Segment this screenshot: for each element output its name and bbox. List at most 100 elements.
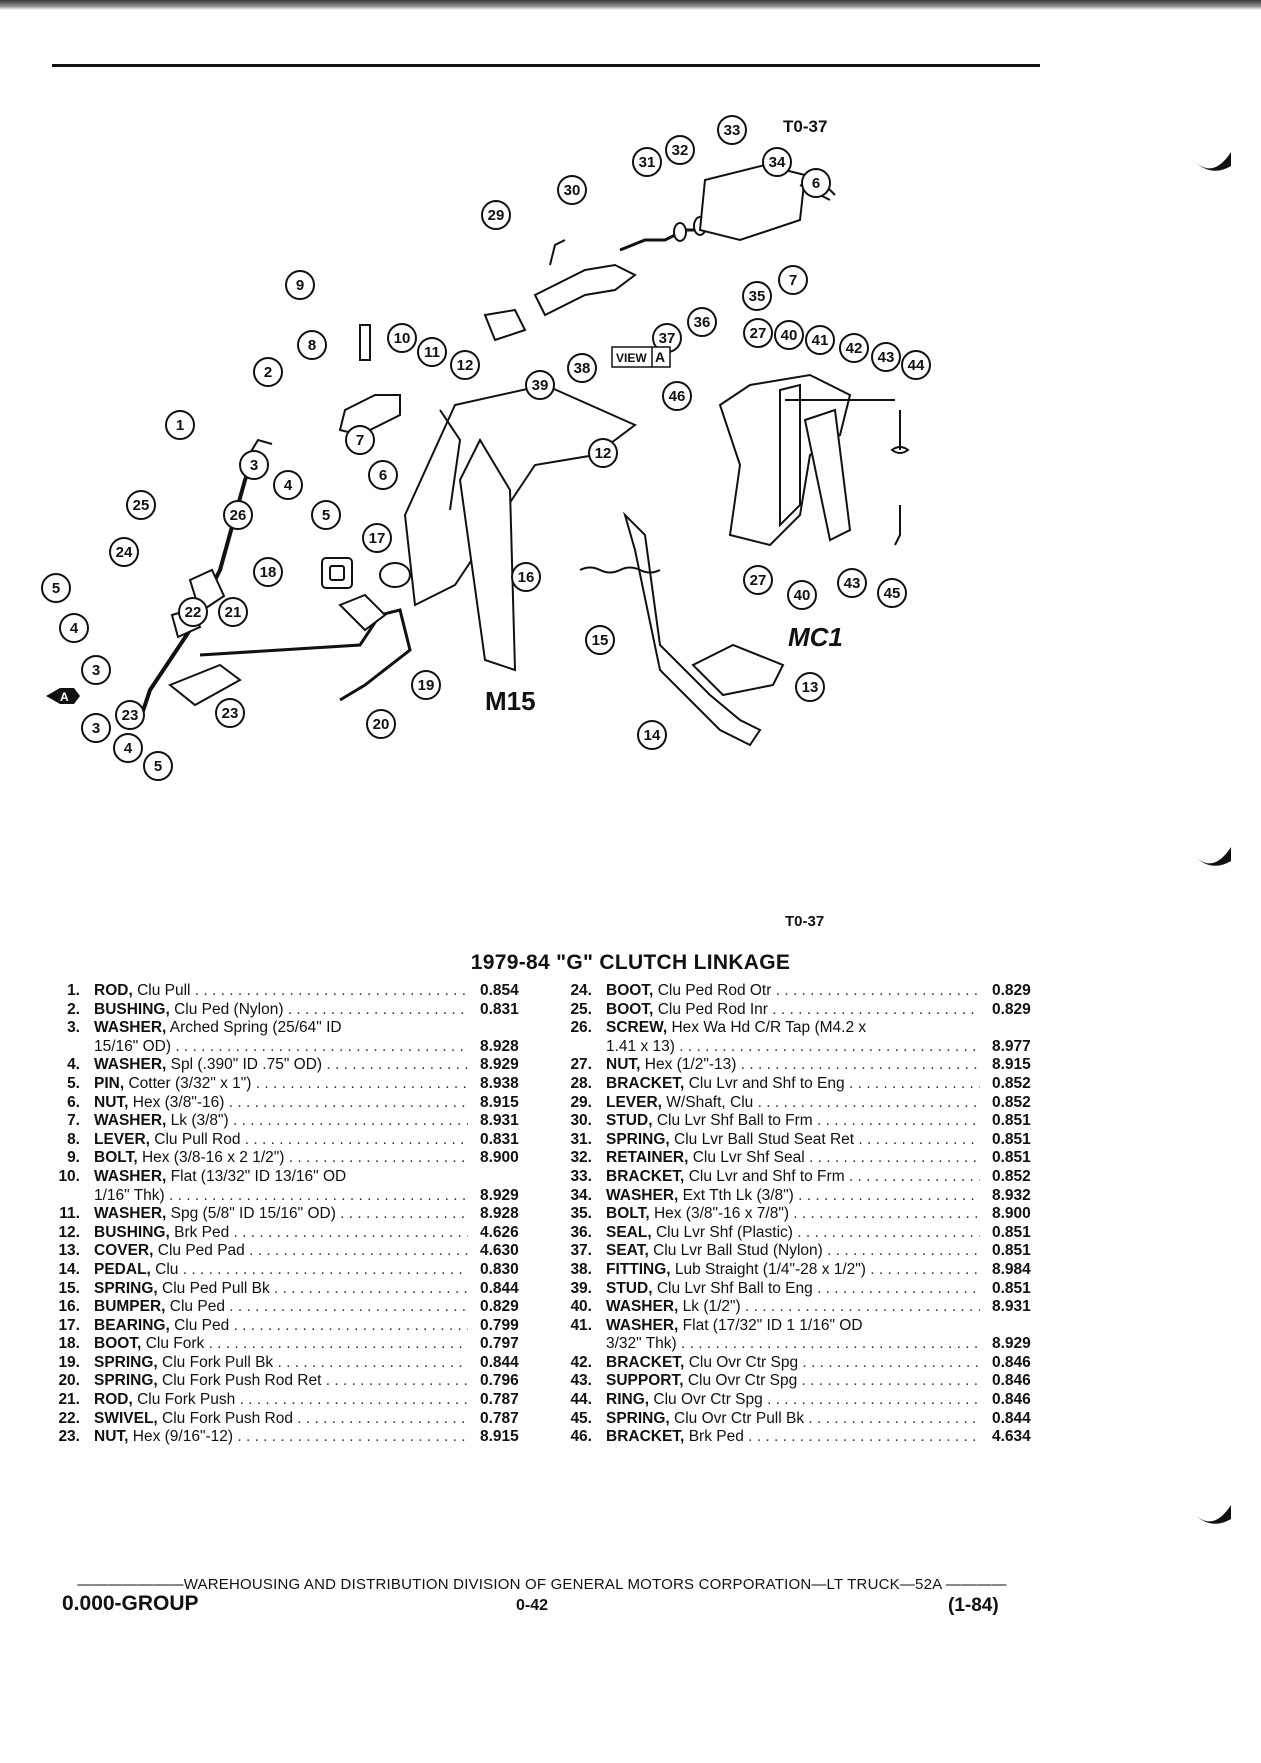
callout-22: 22 <box>178 597 208 627</box>
callout-number: 31 <box>639 154 656 171</box>
part-group-code: 0.831 <box>480 1130 519 1148</box>
part-row: 7.WASHER, Lk (3/8") . . . . . . . . . . … <box>48 1112 534 1131</box>
part-number: 39. <box>570 1279 592 1297</box>
dot-leader: . . . . . . . . . . . . . . . . . . . . … <box>848 1167 980 1185</box>
part-group-code: 8.915 <box>480 1428 519 1446</box>
dot-leader: . . . . . . . . . . . . . . . . . . . . … <box>277 1353 468 1371</box>
part-description: LEVER, W/Shaft, Clu . . . . . . . . . . … <box>606 1094 980 1113</box>
part-number: 4. <box>67 1056 80 1074</box>
part-number: 6. <box>67 1093 80 1111</box>
header-rule <box>52 64 1040 67</box>
callout-number: 26 <box>230 507 247 524</box>
callout-42: 42 <box>839 333 869 363</box>
part-detail: Clu Ovr Ctr Pull Bk <box>674 1409 805 1427</box>
part-name: BRACKET, <box>606 1167 685 1185</box>
dot-leader: . . . . . . . . . . . . . . . . . . . . … <box>297 1409 468 1427</box>
part-detail: Clu Ped Rod Inr <box>657 1000 768 1018</box>
dot-leader: . . . . . . . . . . . . . . . . . . . . … <box>175 1037 468 1055</box>
part-number: 32. <box>570 1149 592 1167</box>
part-number: 42. <box>570 1353 592 1371</box>
part-detail: Clu Lvr Ball Stud (Nylon) <box>653 1242 823 1260</box>
binder-clip-mark <box>1193 1505 1231 1524</box>
part-row: 44.RING, Clu Ovr Ctr Spg . . . . . . . .… <box>560 1391 1046 1410</box>
part-number: 30. <box>570 1112 592 1130</box>
dot-leader: . . . . . . . . . . . . . . . . . . . . … <box>244 1130 468 1148</box>
part-row: 2.BUSHING, Clu Ped (Nylon) . . . . . . .… <box>48 1001 534 1020</box>
part-group-code: 0.831 <box>480 1000 519 1018</box>
dot-leader: . . . . . . . . . . . . . . . . . . . . … <box>325 1372 468 1390</box>
part-description: RETAINER, Clu Lvr Shf Seal . . . . . . .… <box>606 1149 980 1168</box>
part-detail: Hex (9/16"-12) <box>132 1428 234 1446</box>
callout-number: 1 <box>176 417 184 434</box>
part-name: PEDAL, <box>94 1260 151 1278</box>
part-name: BUSHING, <box>94 1000 170 1018</box>
callout-number: 12 <box>457 357 474 374</box>
part-row: 18.BOOT, Clu Fork . . . . . . . . . . . … <box>48 1335 534 1354</box>
callout-4: 4 <box>113 733 143 763</box>
footer-publisher-line: ———————WAREHOUSING AND DISTRIBUTION DIVI… <box>77 1576 1007 1593</box>
part-group-code: 4.626 <box>480 1223 519 1241</box>
callout-30: 30 <box>557 175 587 205</box>
part-description: WASHER, Arched Spring (25/64" ID <box>94 1019 468 1038</box>
part-detail: Clu Ovr Ctr Spg <box>688 1353 799 1371</box>
callout-number: 33 <box>724 122 741 139</box>
part-description: WASHER, Ext Tth Lk (3/8") . . . . . . . … <box>606 1187 980 1206</box>
part-detail: Clu Pull Rod <box>154 1130 241 1148</box>
part-group-code: 0.852 <box>992 1093 1031 1111</box>
dot-leader: . . . . . . . . . . . . . . . . . . . . … <box>745 1298 980 1316</box>
part-name: NUT, <box>606 1056 641 1074</box>
callout-6: 6 <box>368 460 398 490</box>
part-number: 28. <box>570 1074 592 1092</box>
part-group-code: 0.829 <box>480 1298 519 1316</box>
part-row: 28.BRACKET, Clu Lvr and Shf to Eng . . .… <box>560 1075 1046 1094</box>
dot-leader: . . . . . . . . . . . . . . . . . . . . … <box>775 982 980 999</box>
callout-number: 15 <box>592 632 609 649</box>
part-name: PIN, <box>94 1074 125 1092</box>
callout-number: 34 <box>769 154 786 171</box>
part-detail: Hex (3/8-16 x 2 1/2") <box>141 1149 285 1167</box>
part-number: 24. <box>570 982 592 999</box>
part-group-code: 0.844 <box>992 1409 1031 1427</box>
part-row: 23.NUT, Hex (9/16"-12) . . . . . . . . .… <box>48 1428 534 1447</box>
part-detail-continued: 1/16" Thk) <box>94 1186 165 1204</box>
callout-number: 20 <box>373 716 390 733</box>
part-number: 14. <box>58 1260 80 1278</box>
callout-13: 13 <box>795 672 825 702</box>
callout-12: 12 <box>588 438 618 468</box>
illustration-linework <box>138 163 910 747</box>
part-row: 32. RETAINER, Clu Lvr Shf Seal . . . . . … <box>560 1149 1046 1168</box>
part-number: 12. <box>58 1223 80 1241</box>
footer-page-number: 0-42 <box>516 1597 549 1614</box>
binder-clip-mark <box>1193 152 1231 171</box>
callout-number: 21 <box>225 604 242 621</box>
part-description: SUPPORT, Clu Ovr Ctr Spg . . . . . . . .… <box>606 1372 980 1391</box>
callout-36: 36 <box>687 307 717 337</box>
part-row: 34.WASHER, Ext Tth Lk (3/8") . . . . . .… <box>560 1187 1046 1206</box>
part-number: 16. <box>58 1298 80 1316</box>
part-detail: Clu Lvr Ball Stud Seat Ret <box>674 1130 855 1148</box>
part-description: BUMPER, Clu Ped . . . . . . . . . . . . … <box>94 1298 468 1317</box>
part-number: 44. <box>570 1391 592 1409</box>
part-detail: Hex (3/8"-16) <box>132 1093 225 1111</box>
part-description: BOOT, Clu Ped Rod Inr . . . . . . . . . … <box>606 1001 980 1020</box>
callout-number: 14 <box>644 727 661 744</box>
part-group-code: 4.634 <box>992 1428 1031 1446</box>
callout-6: 6 <box>801 168 831 198</box>
part-name: SEAT, <box>606 1242 649 1260</box>
part-number: 38. <box>570 1260 592 1278</box>
callout-number: 18 <box>260 564 277 581</box>
part-description: NUT, Hex (1/2"-13) . . . . . . . . . . .… <box>606 1056 980 1075</box>
part-detail: Clu Fork Push Rod <box>162 1409 293 1427</box>
label-m15: M15 <box>485 686 536 716</box>
part-detail-continued: 3/32" Thk) <box>606 1335 677 1353</box>
dot-leader: . . . . . . . . . . . . . . . . . . . . … <box>858 1130 980 1148</box>
part-name: STUD, <box>606 1112 653 1130</box>
part-group-code: 8.932 <box>992 1186 1031 1204</box>
part-number: 29. <box>570 1093 592 1111</box>
dot-leader: . . . . . . . . . . . . . . . . . . . . … <box>802 1353 980 1371</box>
part-description: WASHER, Lk (3/8") . . . . . . . . . . . … <box>94 1112 468 1131</box>
part-row: 17.BEARING, Clu Ped . . . . . . . . . . … <box>48 1317 534 1336</box>
part-name: LEVER, <box>94 1130 150 1148</box>
callout-19: 19 <box>411 670 441 700</box>
